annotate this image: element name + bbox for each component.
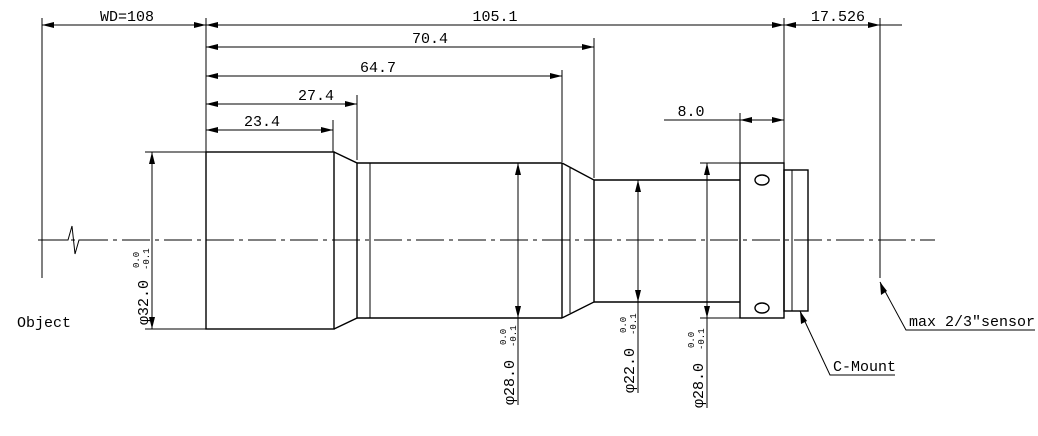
sensor-label: max 2/3″sensor (909, 314, 1035, 331)
arrow-17-526-right (868, 22, 880, 28)
dim-105-1-label: 105.1 (472, 9, 517, 26)
diameter-mount-label: φ28.0 (691, 363, 708, 408)
dim-23-4-label: 23.4 (244, 114, 280, 131)
c-mount-label: C-Mount (833, 359, 896, 376)
tol-middle-upper: 0.0 (499, 329, 509, 345)
arrow-105-1-right (772, 22, 784, 28)
dim-70-4-label: 70.4 (412, 31, 448, 48)
arrow-70-4-left (206, 44, 218, 50)
arrow-23-4-right (321, 127, 333, 133)
arrow-d22-bottom (635, 290, 641, 302)
axis-break-symbol (62, 225, 86, 255)
dim-wd-label: WD=108 (100, 9, 154, 26)
mount-screw-bottom (754, 302, 770, 314)
c-mount-leader-arrow (800, 311, 807, 324)
arrow-d28-mount-top (704, 163, 710, 175)
arrow-d32-top (149, 152, 155, 164)
tol-rear-lower: -0.1 (629, 313, 639, 335)
object-label: Object (17, 315, 71, 332)
arrow-d32-bottom (149, 317, 155, 329)
arrow-64-7-right (550, 73, 562, 79)
arrow-8-0-right (772, 117, 784, 123)
front-taper (333, 151, 358, 330)
arrow-wd-left (42, 22, 54, 28)
arrow-64-7-left (206, 73, 218, 79)
diameter-rear-label: φ22.0 (622, 348, 639, 393)
arrow-wd-right (194, 22, 206, 28)
tol-rear-upper: 0.0 (619, 317, 629, 333)
arrow-8-0-left (740, 117, 752, 123)
tol-front-lower: -0.1 (142, 248, 152, 270)
arrow-17-526-left (784, 22, 796, 28)
diameter-middle-label: φ28.0 (502, 360, 519, 405)
arrow-70-4-right (582, 44, 594, 50)
dim-17-526-label: 17.526 (811, 9, 865, 26)
arrow-27-4-left (206, 101, 218, 107)
dim-8-0-label: 8.0 (677, 104, 704, 121)
arrow-27-4-right (345, 101, 357, 107)
arrow-105-1-left (206, 22, 218, 28)
dim-27-4-label: 27.4 (298, 88, 334, 105)
c-mount-leader (799, 310, 895, 376)
tol-mount-upper: 0.0 (687, 332, 697, 348)
tol-front-upper: 0.0 (132, 252, 142, 268)
dim-64-7-label: 64.7 (360, 60, 396, 77)
tol-middle-lower: -0.1 (509, 325, 519, 347)
arrow-23-4-left (206, 127, 218, 133)
sensor-leader-arrow (880, 282, 887, 295)
rear-taper (561, 162, 595, 319)
arrow-d22-top (635, 180, 641, 192)
arrow-d28-mount-bottom (704, 306, 710, 318)
c-mount-thread (783, 169, 809, 312)
diameter-front-label: φ32.0 (136, 280, 153, 325)
arrow-d28-middle-top (515, 163, 521, 175)
front-barrel (205, 151, 335, 330)
mount-screw-top (754, 174, 770, 186)
sensor-leader (879, 281, 1035, 331)
tol-mount-lower: -0.1 (697, 328, 707, 350)
arrow-d28-middle-bottom (515, 306, 521, 318)
